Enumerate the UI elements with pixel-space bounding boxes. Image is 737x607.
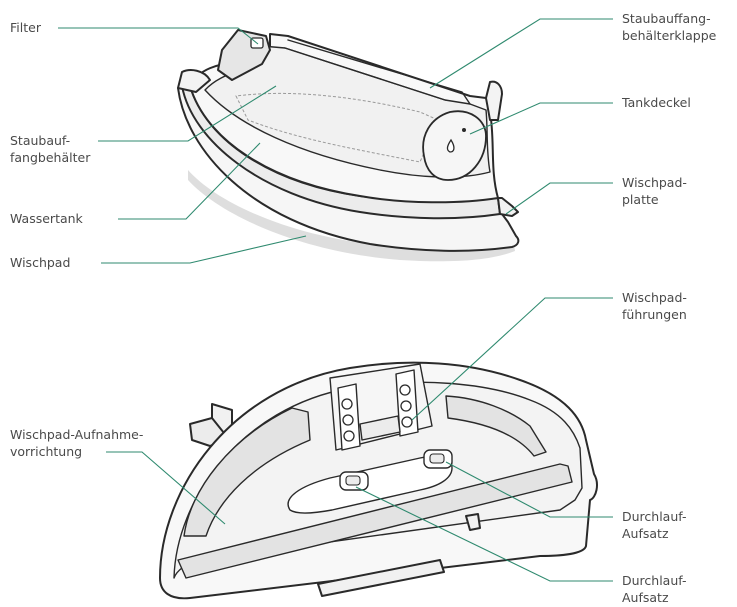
label-staubauffangbehaelterklappe: Staubauffang- behälterklappe bbox=[622, 11, 717, 43]
leader-filter bbox=[58, 27, 259, 45]
label-staubauffangbehaelter: Staubauf- fangbehälter bbox=[10, 133, 91, 165]
holder-bottom-tab bbox=[317, 559, 445, 597]
label-wischpadfuehrungen: Wischpad- führungen bbox=[622, 290, 687, 322]
leader-wassertank bbox=[118, 142, 261, 220]
mop-module-illustration bbox=[177, 29, 520, 262]
label-wischpad: Wischpad bbox=[10, 255, 71, 270]
tank-cap-drop-icon bbox=[446, 138, 455, 153]
right-pad-strip bbox=[445, 395, 547, 457]
leader-klappe bbox=[429, 18, 613, 89]
mop-holder-illustration bbox=[159, 361, 598, 600]
dustbin-flap-edge bbox=[287, 39, 471, 105]
leader-wischpad bbox=[101, 235, 307, 264]
oval-recess bbox=[287, 455, 453, 514]
label-tankdeckel: Tankdeckel bbox=[622, 95, 691, 110]
label-wischpad-aufnahmevorrichtung: Wischpad-Aufnahme- vorrichtung bbox=[10, 427, 144, 459]
flow-attachment-left bbox=[339, 471, 369, 491]
leader-durchlauf2 bbox=[355, 486, 613, 582]
left-end-cap bbox=[177, 69, 211, 93]
label-filter: Filter bbox=[10, 20, 41, 35]
holder-right-tab bbox=[465, 513, 481, 531]
tank-cap bbox=[422, 110, 487, 181]
label-wischpadplatte: Wischpad- platte bbox=[622, 175, 687, 207]
wischpadplatte-tab bbox=[497, 197, 519, 217]
leader-aufnahme bbox=[106, 451, 226, 525]
bottom-pad-strip bbox=[177, 463, 573, 579]
guide-slot bbox=[359, 415, 401, 441]
right-end-cap bbox=[485, 80, 503, 121]
leader-tankdeckel bbox=[469, 102, 613, 135]
flow-attachment-right bbox=[423, 449, 453, 469]
mop-module-shadow bbox=[188, 170, 515, 262]
leader-lines bbox=[58, 18, 613, 582]
leader-wischpadplatte bbox=[505, 182, 613, 215]
leader-durchlauf1 bbox=[445, 461, 613, 518]
left-pad-strip bbox=[183, 407, 311, 537]
label-durchlauf-aufsatz-2: Durchlauf- Aufsatz bbox=[622, 573, 687, 605]
label-durchlauf-aufsatz-1: Durchlauf- Aufsatz bbox=[622, 509, 687, 541]
dustbin-flap bbox=[284, 47, 446, 101]
leader-staubauffangbehaelter bbox=[98, 85, 277, 142]
label-wassertank: Wassertank bbox=[10, 211, 83, 226]
leader-fuehrungen bbox=[411, 297, 613, 421]
